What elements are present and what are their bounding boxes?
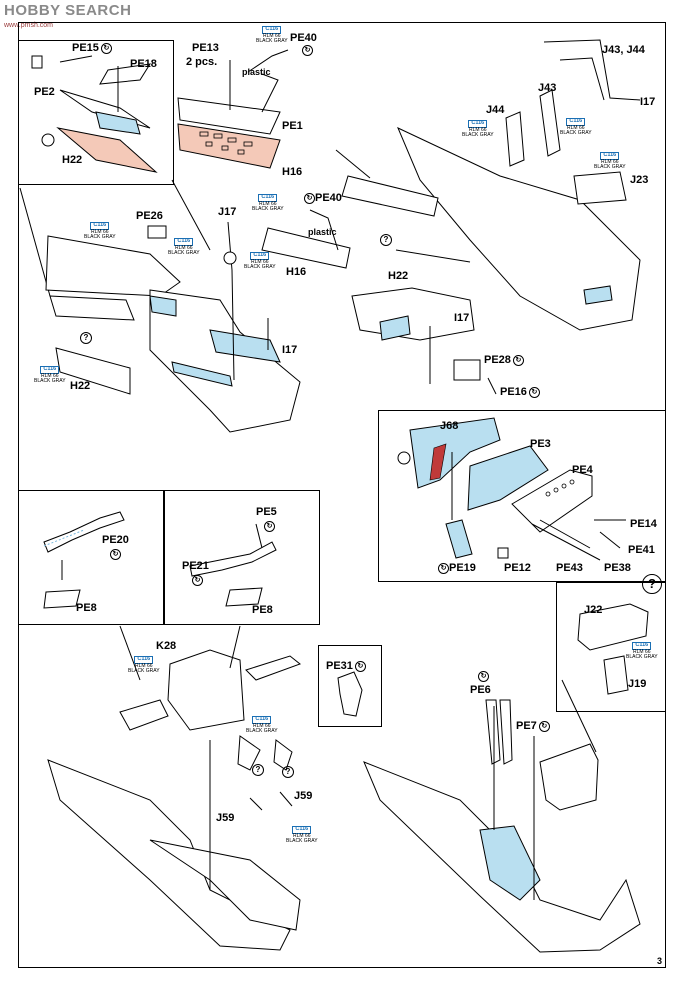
label-j59-a: J59	[216, 812, 235, 824]
rotate-icon: ↻	[100, 42, 112, 54]
label-j59-b: J59	[294, 790, 313, 802]
watermark-url: www.pmsh.com	[4, 22, 54, 29]
label-pe12: PE12	[504, 562, 531, 574]
turn-icon-pe21: ↻	[190, 574, 203, 586]
label-pe20: PE20	[102, 534, 129, 546]
question-icon: ?	[642, 574, 662, 594]
label-j23: J23	[630, 174, 649, 186]
label-pe4: PE4	[572, 464, 593, 476]
label-j17: J17	[218, 206, 237, 218]
question-icon: ?	[252, 764, 264, 776]
label-j19: J19	[628, 678, 647, 690]
page-number: 3	[656, 956, 662, 966]
label-h16-b: H16	[286, 266, 307, 278]
label-pe43: PE43	[556, 562, 583, 574]
label-h16-a: H16	[282, 166, 303, 178]
label-pe31: PE31↻	[326, 660, 366, 672]
label-pe38: PE38	[604, 562, 631, 574]
label-h22-c: H22	[388, 270, 409, 282]
label-j43: J43	[538, 82, 557, 94]
label-i17-b: I17	[282, 344, 298, 356]
label-pe6: PE6	[470, 684, 491, 696]
label-j68: J68	[440, 420, 459, 432]
question-icon: ?	[380, 234, 392, 246]
label-pe18: PE18	[130, 58, 157, 70]
label-pe1: PE1	[282, 120, 303, 132]
label-pe14: PE14	[630, 518, 657, 530]
label-j44: J44	[486, 104, 505, 116]
label-pe3: PE3	[530, 438, 551, 450]
label-h22-b: H22	[70, 380, 91, 392]
turn-icon-pe40-a: ↻	[300, 44, 313, 56]
label-pe8-b: PE8	[252, 604, 273, 616]
question-icon: ?	[80, 332, 92, 344]
turn-icon-pe6: ↻	[476, 670, 489, 682]
label-j43-j44: J43, J44	[602, 44, 645, 56]
label-pe16: PE16↻	[500, 386, 540, 398]
label-pe13-qty: 2 pcs.	[186, 56, 218, 68]
label-pe15: PE15↻	[72, 42, 112, 54]
label-pe41: PE41	[628, 544, 655, 556]
label-pe7: PE7↻	[516, 720, 550, 732]
label-plastic-b: plastic	[308, 227, 337, 237]
label-k28: K28	[156, 640, 177, 652]
label-pe13: PE13	[192, 42, 219, 54]
label-pe8-a: PE8	[76, 602, 97, 614]
label-pe40-a: PE40	[290, 32, 317, 44]
label-pe5: PE5	[256, 506, 277, 518]
watermark-logo: HOBBY SEARCH	[4, 2, 132, 19]
label-plastic-a: plastic	[242, 67, 271, 77]
label-pe26: PE26	[136, 210, 163, 222]
label-h22-a: H22	[62, 154, 83, 166]
label-pe19: ↻PE19	[436, 562, 476, 574]
label-i17-c: I17	[454, 312, 470, 324]
turn-icon-pe5: ↻	[262, 520, 275, 532]
label-pe40-b: ↻PE40	[302, 192, 342, 204]
inset-pe20-belt	[18, 490, 164, 625]
label-j22: J22	[584, 604, 603, 616]
label-pe2: PE2	[34, 86, 55, 98]
label-i17-a: I17	[640, 96, 656, 108]
label-pe28: PE28↻	[484, 354, 524, 366]
turn-icon-pe20: ↻	[108, 548, 121, 560]
question-icon: ?	[282, 766, 294, 778]
label-pe21: PE21	[182, 560, 209, 572]
